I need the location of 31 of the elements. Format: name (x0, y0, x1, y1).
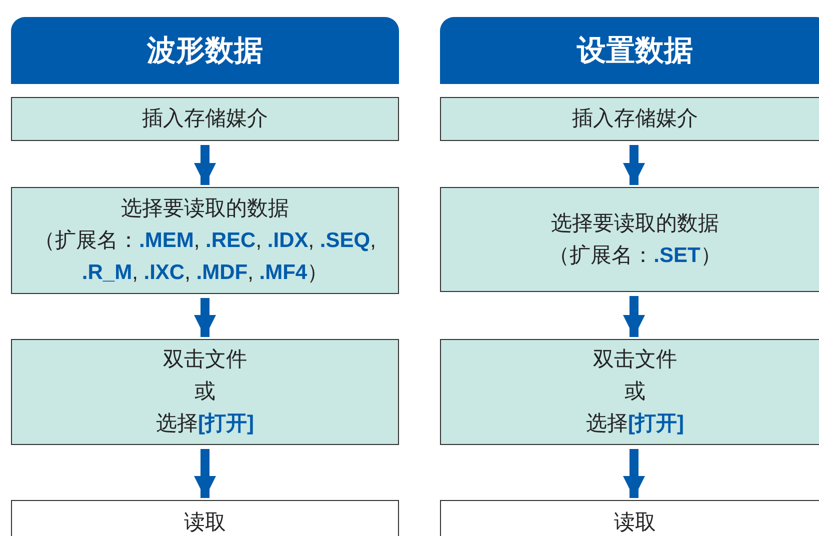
arrow (623, 145, 645, 185)
step-text: 或 (194, 379, 216, 405)
step-text: 双击文件 (593, 347, 677, 373)
step-text: 双击文件 (163, 347, 247, 373)
process-box (11, 187, 399, 294)
step-text: 选择要读取的数据 (551, 210, 719, 236)
step-text: （扩展名：.MEM, .REC, .IDX, .SEQ, .R_M, .IXC, .MDF, .MF4） (33, 228, 377, 286)
step-text: 选择要读取的数据 (120, 196, 290, 222)
process-box (11, 500, 399, 536)
arrow (623, 449, 645, 498)
step-text: 选择[打开] (156, 411, 254, 437)
process-box (440, 339, 819, 445)
step-text: 或 (624, 379, 646, 405)
process-box (440, 187, 819, 292)
step-text: 读取 (614, 510, 656, 536)
arrow (623, 296, 645, 337)
process-box (11, 339, 399, 445)
header-banner (11, 17, 399, 84)
step-text: 读取 (184, 510, 226, 536)
header-title: 波形数据 (147, 34, 263, 68)
process-box (440, 97, 819, 141)
arrow (194, 449, 216, 498)
process-box (11, 97, 399, 141)
header-banner (440, 17, 819, 84)
step-text: （扩展名：.SET） (548, 242, 722, 268)
header-title: 设置数据 (577, 34, 693, 68)
step-text: 选择[打开] (586, 411, 684, 437)
step-text: 插入存储媒介 (572, 106, 698, 132)
arrow (194, 145, 216, 185)
step-text: 插入存储媒介 (142, 106, 268, 132)
arrow (194, 298, 216, 337)
